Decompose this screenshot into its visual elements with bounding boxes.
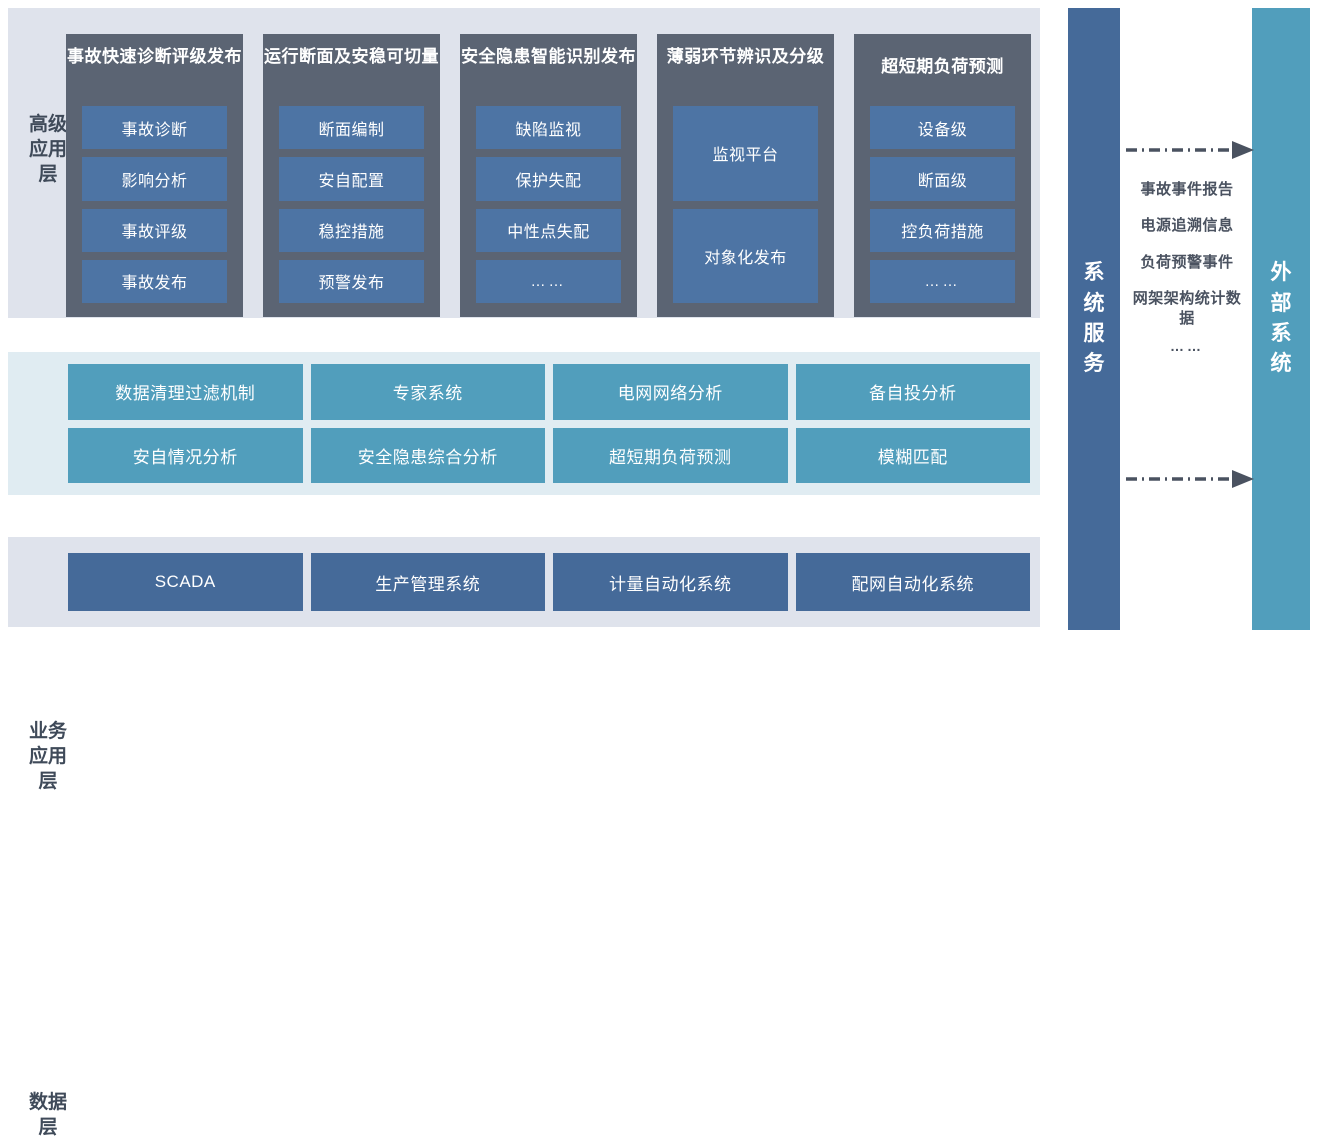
business-item[interactable]: 专家系统 bbox=[310, 364, 545, 420]
architecture-diagram: 高级应用层 事故快速诊断评级发布 事故诊断 影响分析 事故评级 事故发布 运行断… bbox=[8, 8, 1310, 1138]
business-application-layer-label: 业务应用层 bbox=[28, 721, 67, 793]
flow-label: 电源追溯信息 bbox=[1140, 217, 1234, 235]
advanced-column-3-items: 缺陷监视 保护失配 中性点失配 …… bbox=[476, 106, 621, 303]
advanced-column-5-items: 设备级 断面级 控负荷措施 …… bbox=[870, 106, 1015, 303]
advanced-item[interactable]: 监视平台 bbox=[673, 106, 818, 201]
data-item[interactable]: 配网自动化系统 bbox=[795, 553, 1030, 611]
advanced-column-2-items: 断面编制 安自配置 稳控措施 预警发布 bbox=[279, 106, 424, 303]
external-system-label: 外部系统 bbox=[1270, 261, 1292, 376]
flow-label-list: 事故事件报告 电源追溯信息 负荷预警事件 网架架构统计数据 …… bbox=[1128, 180, 1246, 356]
advanced-item[interactable]: 事故评级 bbox=[82, 208, 227, 252]
advanced-column-4[interactable]: 薄弱环节辨识及分级 监视平台 对象化发布 bbox=[657, 34, 834, 317]
system-service-label: 系统服务 bbox=[1083, 261, 1105, 376]
data-layer-panel: 数据层 SCADA 生产管理系统 计量自动化系统 配网自动化系统 bbox=[8, 537, 1040, 1138]
advanced-column-4-title: 薄弱环节辨识及分级 bbox=[666, 47, 825, 66]
business-application-layer-panel: 业务应用层 数据清理过滤机制 专家系统 电网网络分析 备自投分析 安自情况分析 … bbox=[8, 352, 1040, 792]
advanced-column-5-title: 超短期负荷预测 bbox=[881, 57, 1004, 76]
advanced-item[interactable]: 断面编制 bbox=[279, 106, 424, 150]
flow-arrow-bottom-icon bbox=[1126, 470, 1254, 488]
advanced-item[interactable]: 对象化发布 bbox=[673, 208, 818, 303]
advanced-column-5[interactable]: 超短期负荷预测 设备级 断面级 控负荷措施 …… bbox=[854, 34, 1031, 317]
business-item[interactable]: 安全隐患综合分析 bbox=[310, 427, 545, 483]
advanced-column-1-items: 事故诊断 影响分析 事故评级 事故发布 bbox=[82, 106, 227, 303]
advanced-item[interactable]: 稳控措施 bbox=[279, 208, 424, 252]
advanced-column-3[interactable]: 安全隐患智能识别发布 缺陷监视 保护失配 中性点失配 …… bbox=[460, 34, 637, 317]
advanced-item[interactable]: 安自配置 bbox=[279, 157, 424, 201]
advanced-column-2-title: 运行断面及安稳可切量 bbox=[264, 47, 439, 66]
external-system-column[interactable]: 外部系统 bbox=[1252, 8, 1310, 630]
advanced-application-layer-label: 高级应用层 bbox=[28, 114, 67, 186]
advanced-item[interactable]: 控负荷措施 bbox=[870, 208, 1015, 252]
flow-label-ellipsis: …… bbox=[1170, 338, 1204, 355]
advanced-column-1-title: 事故快速诊断评级发布 bbox=[67, 47, 242, 66]
advanced-item[interactable]: 事故发布 bbox=[82, 259, 227, 303]
data-layer-label: 数据层 bbox=[28, 1092, 67, 1139]
advanced-column-1[interactable]: 事故快速诊断评级发布 事故诊断 影响分析 事故评级 事故发布 bbox=[66, 34, 243, 317]
advanced-application-layer-panel: 高级应用层 事故快速诊断评级发布 事故诊断 影响分析 事故评级 事故发布 运行断… bbox=[8, 8, 1040, 318]
business-item[interactable]: 电网网络分析 bbox=[553, 364, 788, 420]
advanced-item[interactable]: 断面级 bbox=[870, 157, 1015, 201]
advanced-item-ellipsis[interactable]: …… bbox=[870, 259, 1015, 303]
advanced-item[interactable]: 预警发布 bbox=[279, 259, 424, 303]
advanced-item-ellipsis[interactable]: …… bbox=[476, 259, 621, 303]
advanced-column-3-title: 安全隐患智能识别发布 bbox=[461, 47, 636, 66]
business-items-grid: 数据清理过滤机制 专家系统 电网网络分析 备自投分析 安自情况分析 安全隐患综合… bbox=[68, 364, 1030, 483]
advanced-item[interactable]: 事故诊断 bbox=[82, 106, 227, 150]
advanced-item[interactable]: 设备级 bbox=[870, 106, 1015, 150]
data-item[interactable]: 生产管理系统 bbox=[310, 553, 545, 611]
advanced-item[interactable]: 保护失配 bbox=[476, 157, 621, 201]
advanced-column-4-items: 监视平台 对象化发布 bbox=[673, 106, 818, 303]
data-item[interactable]: 计量自动化系统 bbox=[553, 553, 788, 611]
business-item[interactable]: 超短期负荷预测 bbox=[553, 427, 788, 483]
advanced-column-2[interactable]: 运行断面及安稳可切量 断面编制 安自配置 稳控措施 预警发布 bbox=[263, 34, 440, 317]
advanced-item[interactable]: 缺陷监视 bbox=[476, 106, 621, 150]
data-items-grid: SCADA 生产管理系统 计量自动化系统 配网自动化系统 bbox=[68, 553, 1030, 611]
advanced-item[interactable]: 影响分析 bbox=[82, 157, 227, 201]
flow-label: 事故事件报告 bbox=[1140, 181, 1234, 198]
advanced-item[interactable]: 中性点失配 bbox=[476, 208, 621, 252]
system-service-column[interactable]: 系统服务 bbox=[1068, 8, 1120, 630]
flow-label: 负荷预警事件 bbox=[1140, 253, 1234, 271]
business-item[interactable]: 数据清理过滤机制 bbox=[68, 364, 303, 420]
flow-label: 网架架构统计数据 bbox=[1132, 289, 1242, 327]
flow-arrow-top-icon bbox=[1126, 141, 1254, 159]
business-item[interactable]: 备自投分析 bbox=[795, 364, 1030, 420]
business-item[interactable]: 模糊匹配 bbox=[795, 427, 1030, 483]
business-item[interactable]: 安自情况分析 bbox=[68, 427, 303, 483]
data-item[interactable]: SCADA bbox=[68, 553, 303, 611]
